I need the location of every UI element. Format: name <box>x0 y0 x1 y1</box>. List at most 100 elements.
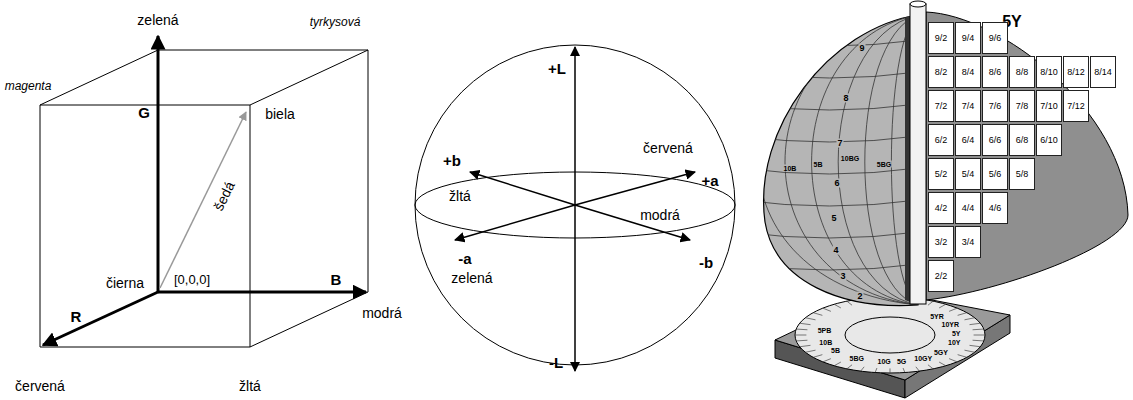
chart-cell: 2/2 <box>928 260 954 292</box>
latitude-line <box>740 136 918 142</box>
value-number: 8 <box>842 94 849 103</box>
munsell-base <box>775 290 1010 398</box>
corner-label: červená <box>15 379 65 393</box>
dial-tick <box>970 323 981 324</box>
dial-hue-label: 5YR <box>929 313 945 320</box>
value-number: 7 <box>836 139 843 148</box>
cell-value: 6/8 <box>1016 136 1029 145</box>
munsell-lobe <box>764 15 918 306</box>
dial-hue-label: 5PB <box>817 327 833 334</box>
dial-tick <box>916 367 920 371</box>
dial-tick <box>964 318 974 320</box>
axis-color-label: modrá <box>640 208 680 222</box>
cell-value: 9/6 <box>989 34 1002 43</box>
cell-value: 4/2 <box>935 204 948 213</box>
dial-tick <box>795 335 806 336</box>
hue-label: 5BG <box>876 161 892 168</box>
dial-tick <box>903 368 905 373</box>
cell-value: 4/6 <box>989 204 1002 213</box>
chart-cell: 8/14 <box>1090 56 1116 88</box>
chart-cell: 5/2 <box>928 158 954 190</box>
chart-cell: 7/6 <box>982 90 1008 122</box>
axis-name: R <box>71 309 82 324</box>
chart-cell: 4/6 <box>982 192 1008 224</box>
cell-value: 4/4 <box>962 204 975 213</box>
dial-tick <box>973 329 984 331</box>
dial-tick <box>974 335 985 336</box>
munsell-grid <box>740 15 918 305</box>
value-number: 6 <box>833 179 840 188</box>
dial-hue-label: 10B <box>818 338 833 345</box>
chart-cell: 6/8 <box>1009 124 1035 156</box>
dial-tick <box>847 365 852 369</box>
axis-name: +a <box>701 173 718 188</box>
dial-tick <box>847 301 852 305</box>
latitude-line <box>740 168 918 174</box>
corner-label: biela <box>265 107 295 121</box>
dial-hue-label: 5BG <box>849 355 865 362</box>
cell-value: 8/14 <box>1094 68 1112 77</box>
corner-label: tyrkysová <box>310 16 361 28</box>
hue-label: 5B <box>813 161 824 168</box>
chart-cell: 3/2 <box>928 226 954 258</box>
latitude-line <box>740 264 918 270</box>
chart-cell: 7/8 <box>1009 90 1035 122</box>
axis-name: +b <box>443 153 461 168</box>
dial-tick <box>958 355 967 358</box>
dial-hue-label: 5Y <box>951 329 962 336</box>
cell-value: 6/6 <box>989 136 1002 145</box>
value-number: 9 <box>858 44 865 53</box>
dial-tick <box>834 362 841 366</box>
dial-tick <box>796 340 807 342</box>
dial-tick <box>928 301 933 305</box>
meridian-line <box>758 15 918 305</box>
dial-hue-label: 10Y <box>947 338 961 345</box>
chart-cell: 6/6 <box>982 124 1008 156</box>
cell-value: 8/12 <box>1067 68 1085 77</box>
chart-cell: 8/6 <box>982 56 1008 88</box>
cell-value: 7/4 <box>962 102 975 111</box>
dial-tick <box>796 329 807 331</box>
dial-tick <box>813 355 822 358</box>
meridian-line <box>812 15 918 305</box>
chart-cell: 7/10 <box>1036 90 1062 122</box>
corner-label: magenta <box>5 80 52 92</box>
meridian-line <box>785 15 918 305</box>
chart-cell: 8/8 <box>1009 56 1035 88</box>
cell-value: 8/6 <box>989 68 1002 77</box>
dial-tick <box>890 368 891 373</box>
dial-tick <box>973 340 984 342</box>
cell-value: 8/10 <box>1040 68 1058 77</box>
cell-value: 8/4 <box>962 68 975 77</box>
value-number: 3 <box>839 272 846 281</box>
chart-cell: 7/12 <box>1063 90 1089 122</box>
dial-tick <box>834 304 841 308</box>
axis-name: -L <box>549 355 563 370</box>
lab-axes <box>455 47 695 371</box>
cell-value: 3/2 <box>935 238 948 247</box>
chart-cell: 4/4 <box>955 192 981 224</box>
dial-tick <box>861 367 865 371</box>
rgb-axes <box>43 36 366 345</box>
dial-hue-label: 10GY <box>913 355 933 362</box>
axis-name: -a <box>458 251 471 266</box>
cell-value: 6/10 <box>1040 136 1058 145</box>
gray-diagonal <box>160 112 246 288</box>
value-number: 5 <box>830 214 837 223</box>
axis-name: G <box>138 105 150 120</box>
latitude-line <box>740 200 918 206</box>
cell-value: 9/2 <box>935 34 948 43</box>
cell-value: 9/4 <box>962 34 975 43</box>
corner-label: zelená <box>137 13 178 27</box>
dial-tick <box>964 350 974 352</box>
dial-tick <box>939 362 946 366</box>
cell-value: 6/2 <box>935 136 948 145</box>
cell-value: 7/6 <box>989 102 1002 111</box>
dial-tick <box>805 318 815 320</box>
diagonal-label: šedá <box>211 179 237 212</box>
origin-label: [0,0,0] <box>174 273 210 286</box>
cell-value: 7/8 <box>1016 102 1029 111</box>
dial-tick <box>958 313 967 316</box>
dial-tick <box>970 345 981 346</box>
